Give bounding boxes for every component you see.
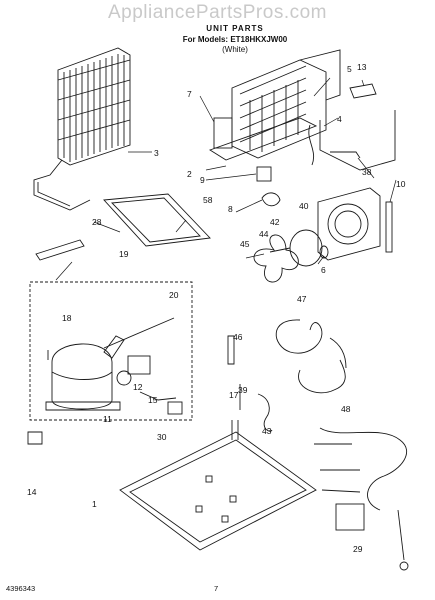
diagram-title: UNIT PARTS xyxy=(206,24,264,33)
callout-14: 14 xyxy=(27,487,37,497)
callout-6: 6 xyxy=(321,265,326,275)
bracket-part xyxy=(256,166,272,182)
color-line: (White) xyxy=(222,45,248,54)
callout-38: 30 xyxy=(157,432,167,442)
fan-shroud-part xyxy=(317,187,381,261)
wire-harness-part xyxy=(314,427,409,571)
cover-part xyxy=(349,83,377,99)
relay-harness-part xyxy=(103,317,175,349)
bolt-part xyxy=(227,335,235,365)
callout-10: 10 xyxy=(396,179,406,189)
callout-7: 7 xyxy=(187,89,192,99)
callout-4: 4 xyxy=(337,114,342,124)
drain-tube-part xyxy=(35,239,85,261)
callout-40: 42 xyxy=(270,217,280,227)
watermark: AppliancePartsPros.com xyxy=(107,2,328,23)
callout-8: 8 xyxy=(228,204,233,214)
part-callouts: 3 7 5 13 4 2 9 38 10 8 58 40 42 44 45 6 … xyxy=(27,62,406,554)
callout-42: 29 xyxy=(353,544,363,554)
callout-43: 44 xyxy=(259,229,269,239)
compressor-part xyxy=(45,343,121,411)
callout-48: 43 xyxy=(262,426,272,436)
callout-13: 11 xyxy=(103,414,112,424)
callout-19: 38 xyxy=(362,167,372,177)
grommet-part xyxy=(27,431,43,445)
callout-58: 58 xyxy=(203,195,213,205)
fan-motor-part xyxy=(269,229,329,267)
callout-20: 18 xyxy=(62,313,72,323)
terminal-cover-part xyxy=(167,401,183,415)
callout-17: 17 xyxy=(229,390,239,400)
screw-part xyxy=(231,420,239,440)
base-pan-part xyxy=(119,431,317,551)
models-line: For Models: ET18HKXJW00 xyxy=(182,35,288,44)
callout-29: 20 xyxy=(169,290,179,300)
callout-46: 47 xyxy=(297,294,307,304)
compressor-kit-boundary xyxy=(29,281,193,421)
thermostat-part xyxy=(261,192,281,207)
callout-1: 1 xyxy=(92,499,97,509)
callout-12: 12 xyxy=(133,382,143,392)
overload-part xyxy=(127,355,151,375)
callout-18: 39 xyxy=(238,385,248,395)
callout-44: 45 xyxy=(240,239,250,249)
callout-28: 19 xyxy=(119,249,129,259)
document-number: 4396343 xyxy=(6,584,36,593)
leader-lines xyxy=(55,77,397,281)
relay-part xyxy=(116,370,132,386)
drain-pan-part xyxy=(103,193,211,247)
suction-tube-part xyxy=(275,319,347,369)
drier-part xyxy=(257,393,273,432)
fan-blade-part xyxy=(253,234,299,283)
callout-9: 9 xyxy=(200,175,205,185)
callout-11: 13 xyxy=(357,62,367,72)
evaporator-assembly-part xyxy=(208,49,341,161)
callout-15: 15 xyxy=(148,395,158,405)
gasket-strip-part xyxy=(385,201,393,253)
page-number: 7 xyxy=(214,584,219,593)
callout-30: 28 xyxy=(92,217,102,227)
callout-5: 5 xyxy=(347,64,352,74)
callout-39: 40 xyxy=(299,201,309,211)
condenser-coil-part xyxy=(33,47,131,211)
capillary-tube-part xyxy=(319,110,396,171)
callout-45: 46 xyxy=(233,332,243,342)
discharge-tube-part xyxy=(298,359,346,394)
callout-47: 48 xyxy=(341,404,351,414)
callout-2: 2 xyxy=(187,169,192,179)
callout-3: 3 xyxy=(154,148,159,158)
